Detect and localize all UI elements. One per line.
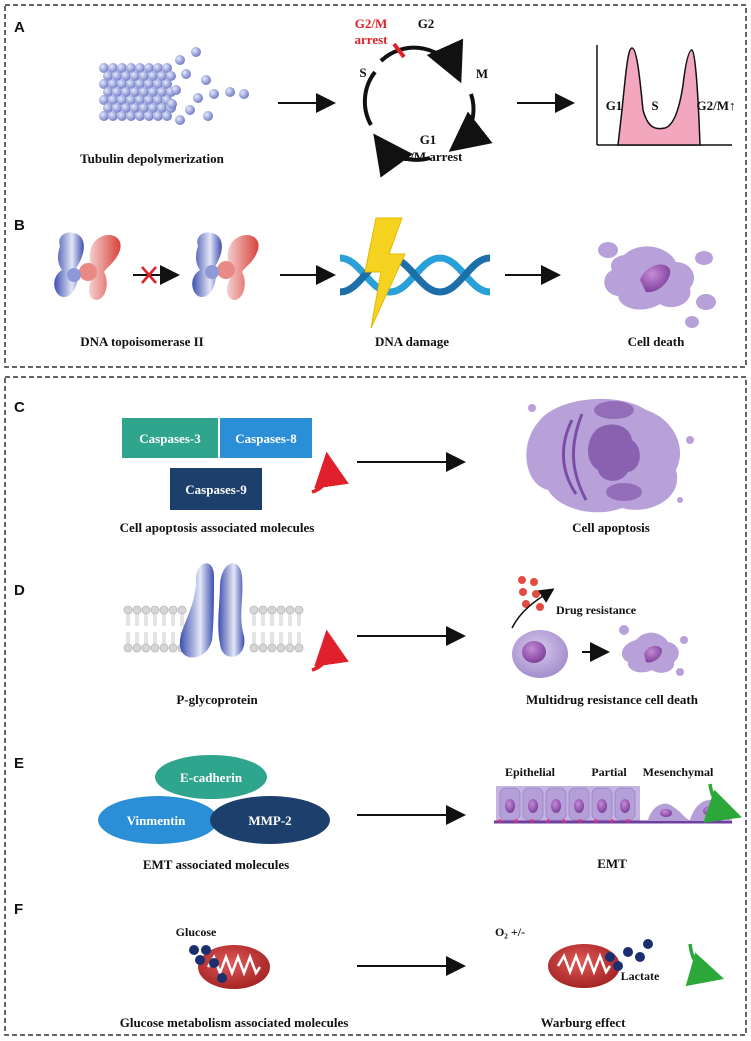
- cell-cycle-caption: G2/M arrest: [394, 149, 463, 164]
- lactate-label: Lactate: [621, 969, 660, 983]
- panel-letter-d: D: [14, 582, 25, 599]
- frame-ab: [4, 4, 747, 368]
- frame-cf: [4, 376, 747, 1036]
- multidrug-label: Multidrug resistance cell death: [526, 692, 699, 707]
- drug-resistance-arrow: [511, 588, 555, 629]
- glucose-molecules: [189, 945, 227, 983]
- dna-histogram: [596, 45, 732, 146]
- histogram-curve: [617, 47, 701, 146]
- topoisomerase-open: [54, 232, 121, 300]
- down-arrow-icon: [685, 943, 725, 987]
- mmp2-label: MMP-2: [248, 813, 291, 828]
- caspase3-box: [122, 418, 218, 458]
- arrest-mark: [392, 42, 406, 59]
- tubulin-microtubule: [99, 47, 249, 125]
- glucose-label: Glucose: [176, 925, 217, 939]
- phase-g2: G2: [418, 16, 435, 31]
- caspase8-box: [220, 418, 312, 458]
- mmp2-ellipse: [210, 796, 330, 844]
- drug-molecules: [518, 576, 544, 611]
- vinmentin-label: Vinmentin: [127, 813, 187, 828]
- ecadherin-label: E-cadherin: [180, 770, 243, 785]
- lactate-molecules: [605, 939, 653, 971]
- dna-damage-label: DNA damage: [375, 334, 449, 349]
- caspase9-label: Caspases-9: [185, 482, 247, 497]
- topoisomerase-label: DNA topoisomerase II: [80, 334, 204, 349]
- panel-letter-b: B: [14, 217, 25, 234]
- hist-s: S: [651, 98, 658, 113]
- phase-m: M: [476, 66, 488, 81]
- resistant-cell: [512, 630, 568, 678]
- mesenchymal-label: Mesenchymal: [643, 765, 714, 779]
- arrest-label-line1: G2/M: [355, 16, 388, 31]
- caspase9-box: [170, 468, 262, 510]
- p-glycoprotein: [179, 563, 245, 658]
- panel-letter-a: A: [14, 19, 25, 36]
- warburg-label: Warburg effect: [541, 1015, 627, 1030]
- epithelial-label: Epithelial: [505, 765, 556, 779]
- p-glycoprotein-label: P-glycoprotein: [176, 692, 258, 707]
- topoisomerase-closed: [192, 232, 259, 300]
- apoptotic-cell: [526, 398, 694, 513]
- panel-letter-c: C: [14, 399, 25, 416]
- emt-label: EMT: [597, 856, 627, 871]
- dying-cell: [619, 625, 688, 676]
- dead-cell: [598, 242, 716, 328]
- o2-label: O₂ +/-: [495, 925, 525, 939]
- up-arrow-icon: [311, 629, 349, 672]
- phase-s: S: [359, 65, 366, 80]
- cell-death-label: Cell death: [628, 334, 685, 349]
- emt-cell-strip: [494, 786, 732, 824]
- tubulin-label: Tubulin depolymerization: [80, 151, 224, 166]
- arrest-label-line2: arrest: [355, 32, 389, 47]
- dna-helix: [339, 254, 491, 296]
- cell-apoptosis-label: Cell apoptosis: [572, 520, 650, 535]
- down-arrow-icon: [703, 783, 742, 823]
- emt-molecules-label: EMT associated molecules: [143, 857, 289, 872]
- glucose-metabolism-label: Glucose metabolism associated molecules: [120, 1015, 349, 1030]
- hist-g2m: G2/M↑: [697, 98, 736, 113]
- vinmentin-ellipse: [98, 796, 218, 844]
- apoptosis-molecules-label: Cell apoptosis associated molecules: [120, 520, 315, 535]
- hist-g1: G1: [606, 98, 623, 113]
- partial-label: Partial: [591, 765, 627, 779]
- mitochondrion-right: [548, 944, 620, 988]
- blocked-x-icon: [141, 266, 157, 284]
- panel-letter-f: F: [14, 901, 23, 918]
- phase-g1: G1: [420, 132, 437, 147]
- drug-resistance-label: Drug resistance: [556, 603, 637, 617]
- panel-letter-e: E: [14, 755, 24, 772]
- lightning-bolt-icon: [364, 217, 406, 329]
- caspase8-label: Caspases-8: [235, 431, 297, 446]
- up-arrow-icon: [311, 451, 349, 494]
- ecadherin-ellipse: [155, 755, 267, 799]
- caspase3-label: Caspases-3: [139, 431, 201, 446]
- cell-cycle-diagram: [362, 38, 493, 178]
